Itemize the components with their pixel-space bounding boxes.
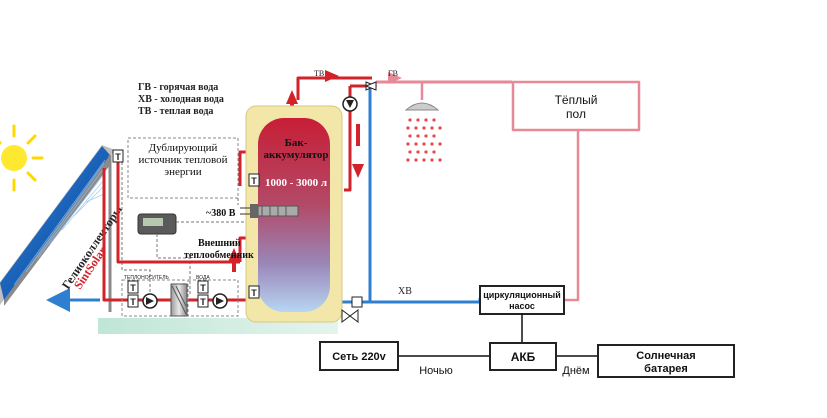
sensor-icon-loop-left-low: T: [127, 294, 139, 308]
check-valve-icon: [351, 296, 363, 308]
pump-icon-water: [212, 293, 228, 309]
tv-top-label: ТВ: [314, 69, 324, 78]
collector-hot-pipe-2: [102, 168, 122, 302]
night-label: Ночью: [419, 365, 453, 377]
circulation-pump-line1: циркуляционный: [483, 290, 561, 300]
hv-side-label: ХВ: [398, 286, 412, 297]
sensor-label: T: [130, 283, 136, 293]
pump-icon-recirc: [342, 96, 358, 112]
akb-box: [489, 342, 557, 371]
mixing-valve-icon: [364, 81, 378, 91]
circulation-pump-line2: насос: [509, 301, 535, 311]
sensor-icon-loop-right-low: T: [197, 294, 209, 308]
tank-title-line2: аккумулятор: [263, 149, 328, 161]
solar-battery-box: [597, 344, 735, 378]
backup-source-line1: Дублирующий: [149, 142, 218, 154]
heat-exchanger-line1: Внешний: [198, 238, 241, 249]
backup-source-box: [127, 137, 239, 199]
carrier-small-label: ТЕПЛОНОСИТЕЛЬ: [124, 275, 170, 281]
solar-collector-panel: [0, 145, 115, 312]
tank-volume: 1000 - 3000 л: [265, 177, 327, 189]
tank-hot-outlet: [296, 76, 372, 100]
legend-hv: ХВ - холодная вода: [138, 94, 224, 105]
sensor-label: T: [200, 297, 206, 307]
sensor-label: T: [115, 152, 121, 162]
sensor-icon-collector: T: [112, 149, 124, 163]
control-lines: [121, 152, 250, 295]
sensor-icon-loop-left: T: [127, 280, 139, 294]
backup-source-line2: источник тепловой: [138, 154, 227, 166]
water-small-label: ВОДА: [196, 275, 210, 281]
controller-icon: [137, 213, 177, 235]
pump-icon-carrier: [142, 293, 158, 309]
water-group-box: [187, 279, 239, 317]
heat-exchanger-line2: теплообменник: [184, 250, 254, 261]
akb-label: АКБ: [511, 350, 536, 364]
solar-battery-line1: Солнечная: [636, 350, 695, 362]
circulation-pump-box: [479, 285, 565, 315]
shower-icon: [404, 102, 442, 162]
recirc-pipe: [344, 86, 352, 192]
sensor-icon-loop-right: T: [197, 280, 209, 294]
sensor-label: T: [251, 288, 257, 298]
sensor-label: T: [130, 297, 136, 307]
sensor-icon-tank-bottom: T: [248, 285, 260, 299]
gv-top-label: ГВ: [388, 69, 398, 78]
warm-floor-box: [511, 80, 641, 132]
day-label: Днём: [562, 365, 589, 377]
sensor-icon-tank-top: T: [248, 173, 260, 187]
sun-icon: [0, 124, 44, 192]
heater-element-icon: [240, 204, 299, 218]
backup-source-line3: энергии: [164, 166, 201, 178]
sensor-label: T: [200, 283, 206, 293]
floor-return-pipe: [564, 130, 580, 302]
tank-title-line1: Бак-: [285, 137, 308, 149]
valve-icon-cold: [341, 309, 359, 323]
power-label: ~380 В: [206, 208, 236, 219]
legend-gv: ГВ - горячая вода: [138, 82, 218, 93]
grid-label: Сеть 220v: [332, 351, 386, 363]
floor-label-line2: пол: [566, 107, 586, 121]
collector-hot-pipe: [116, 160, 240, 264]
solar-battery-line2: батарея: [644, 363, 688, 375]
floor-label-line1: Тёплый: [555, 93, 598, 107]
legend-tv: ТВ - теплая вода: [138, 106, 213, 117]
grid-box: [319, 341, 399, 371]
tv-flow-arrow: [388, 72, 402, 84]
sensor-label: T: [251, 176, 257, 186]
